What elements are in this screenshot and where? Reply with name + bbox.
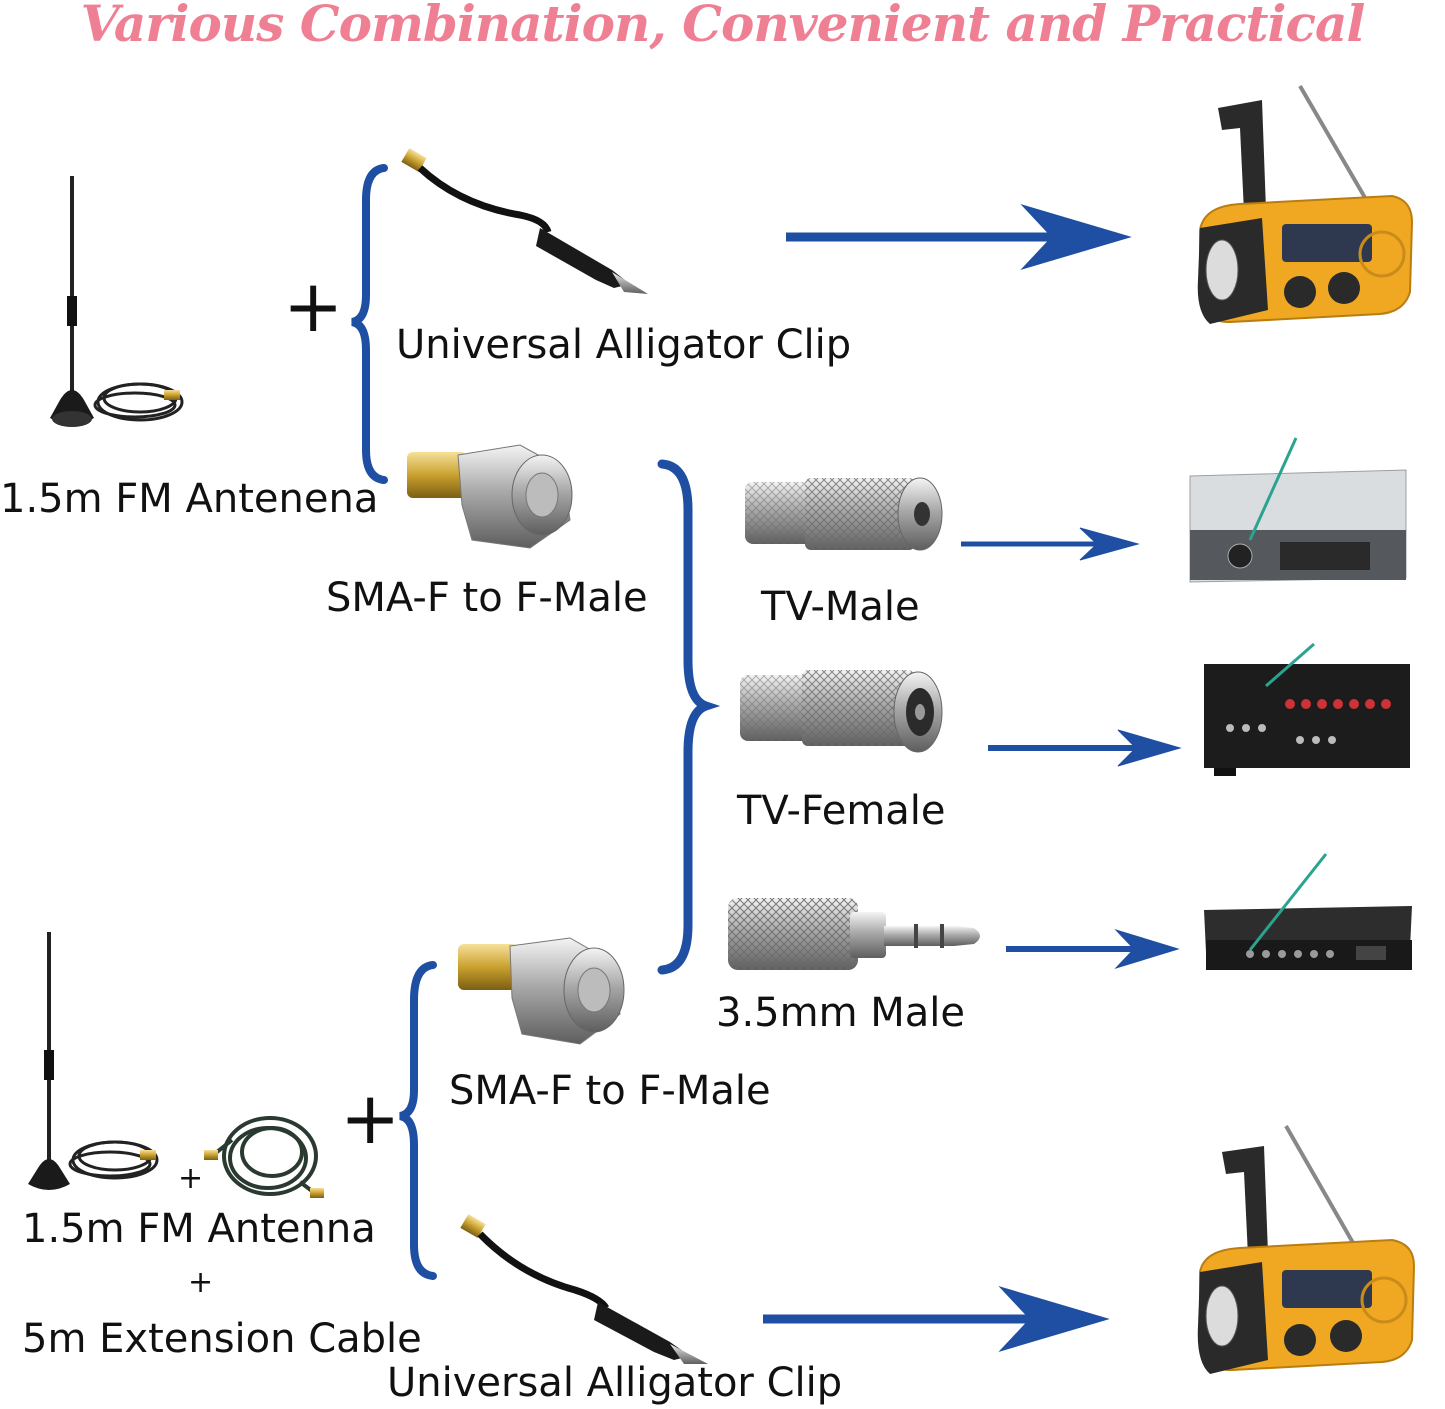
sma-adapter-icon [458, 937, 625, 1045]
tv-female-plug-icon [740, 670, 943, 753]
tv-female-label: TV-Female [737, 788, 946, 834]
arrow-jack [1006, 928, 1180, 970]
arrow-top [786, 203, 1132, 271]
extension-cable-icon [210, 1116, 318, 1196]
tv-male-plug-icon [745, 477, 943, 551]
page-title: Various Combination, Convenient and Prac… [80, 0, 1366, 53]
sma-top-label: SMA-F to F-Male [326, 575, 648, 621]
jack-plug-icon [728, 898, 980, 970]
extension-cable-connector [310, 1188, 324, 1198]
plus-sign-bottom: + [340, 1076, 401, 1160]
extension-cable-label: 5m Extension Cable [22, 1316, 422, 1362]
plus-sign-top: + [283, 264, 344, 348]
brace-bottom-left [398, 961, 437, 1280]
antenna-top-label: 1.5m FM Antenena [0, 476, 379, 522]
tv-male-label: TV-Male [761, 584, 920, 630]
brace-right [657, 459, 721, 975]
alligator-clip-icon [401, 148, 648, 294]
sma-bottom-label: SMA-F to F-Male [449, 1068, 771, 1114]
hand-crank-radio-icon [1197, 1125, 1416, 1374]
hand-crank-radio-icon [1197, 84, 1414, 324]
arrow-bottom [763, 1285, 1110, 1353]
sma-adapter-icon [407, 444, 573, 549]
antenna-bottom-label: 1.5m FM Antenna [22, 1206, 376, 1252]
alligator-clip-icon [460, 1214, 708, 1364]
arrow-tv-female [988, 729, 1182, 767]
av-receiver-icon [1204, 642, 1410, 776]
tuner-box-icon [1189, 437, 1407, 583]
antenna-icon [28, 932, 159, 1190]
alligator-top-label: Universal Alligator Clip [396, 322, 852, 368]
plus-sign-small: + [178, 1161, 204, 1196]
jack-label: 3.5mm Male [716, 990, 966, 1036]
arrow-tv-male [961, 527, 1140, 561]
antenna-icon [50, 176, 184, 427]
extension-cable-connector [204, 1150, 218, 1160]
alligator-bottom-label: Universal Alligator Clip [387, 1360, 843, 1406]
plus-sign-small: + [188, 1265, 214, 1300]
dvd-player-icon [1204, 853, 1412, 970]
brace-top-left [350, 164, 388, 484]
